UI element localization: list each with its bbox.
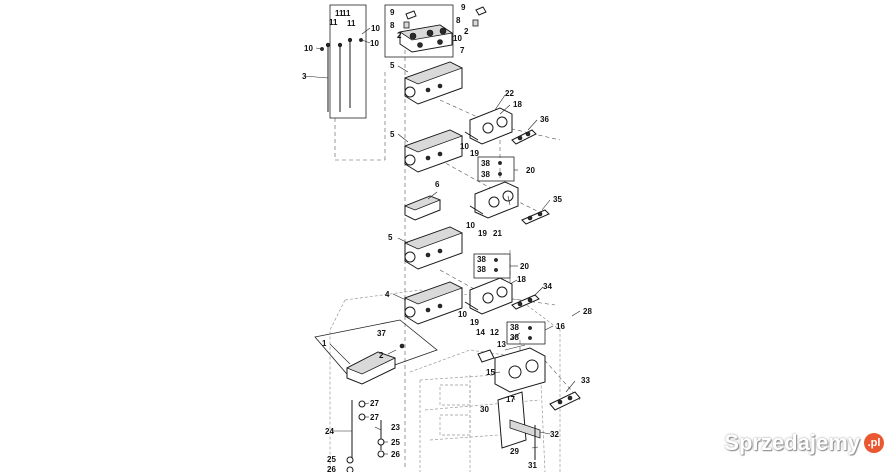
callout-10: 10 (370, 39, 379, 48)
callout-2: 2 (379, 351, 384, 360)
callout-2: 2 (397, 31, 402, 40)
callout-4: 4 (385, 290, 390, 299)
callout-15: 15 (486, 368, 495, 377)
callout-2: 2 (464, 27, 469, 36)
callout-35: 35 (553, 195, 562, 204)
callout-38: 38 (477, 265, 486, 274)
callout-7: 7 (460, 46, 465, 55)
callout-9: 9 (461, 3, 466, 12)
valve-section-2 (403, 129, 464, 173)
detent-kit-box-3 (506, 321, 546, 345)
callout-1: 1 (322, 339, 327, 348)
rod-kit-frame (320, 4, 367, 119)
dust-cap-plate-35 (521, 209, 550, 225)
callout-11: 11 (342, 9, 351, 18)
callout-19: 19 (470, 149, 479, 158)
callout-19: 19 (478, 229, 487, 238)
callout-30: 30 (480, 405, 489, 414)
callout-38: 38 (477, 255, 486, 264)
callout-31: 31 (528, 461, 537, 470)
callout-38: 38 (481, 170, 490, 179)
dust-cap-plate-34 (511, 294, 540, 310)
callout-25: 25 (391, 438, 400, 447)
callout-10: 10 (466, 221, 475, 230)
callout-27: 27 (370, 413, 379, 422)
valve-section-1 (403, 61, 464, 105)
callout-9: 9 (390, 8, 395, 17)
callout-33: 33 (581, 376, 590, 385)
callout-32: 32 (550, 430, 559, 439)
mount-kit-frame (314, 319, 438, 472)
callout-29: 29 (510, 447, 519, 456)
callout-8: 8 (456, 16, 461, 25)
valve-plate-6 (403, 195, 442, 221)
callout-27: 27 (370, 399, 379, 408)
leader-lines (303, 27, 581, 455)
callout-17: 17 (506, 395, 515, 404)
callout-13: 13 (497, 340, 506, 349)
callout-20: 20 (520, 262, 529, 271)
lower-valve-assembly (477, 347, 546, 460)
callout-24: 24 (325, 427, 334, 436)
callout-26: 26 (327, 465, 336, 472)
callout-36: 36 (540, 115, 549, 124)
callout-11: 11 (329, 18, 338, 27)
dust-cap-plate-33 (549, 391, 581, 411)
callout-11: 11 (347, 19, 356, 28)
valve-section-4 (403, 281, 464, 325)
callout-3: 3 (302, 72, 307, 81)
callout-26: 26 (391, 450, 400, 459)
watermark-badge: .pl (864, 433, 884, 453)
callout-19: 19 (470, 318, 479, 327)
callout-10: 10 (460, 142, 469, 151)
callout-labels: 11 11 11 11 10 10 10 3 9 8 2 9 8 2 10 7 … (302, 3, 592, 472)
callout-22: 22 (505, 89, 514, 98)
callout-38: 38 (481, 159, 490, 168)
callout-16: 16 (556, 322, 565, 331)
top-cover-assembly (384, 4, 487, 58)
callout-23: 23 (391, 423, 400, 432)
callout-5: 5 (388, 233, 393, 242)
callout-5: 5 (390, 130, 395, 139)
site-watermark: Sprzedajemy .pl (724, 430, 884, 456)
callout-21: 21 (493, 229, 502, 238)
callout-38: 38 (510, 323, 519, 332)
callout-11: 11 (335, 9, 344, 18)
callout-34: 34 (543, 282, 552, 291)
dust-cap-plate-36 (511, 129, 537, 145)
callout-38: 38 (510, 333, 519, 342)
coupler-block-1 (464, 107, 513, 145)
valve-section-3 (403, 226, 464, 270)
callout-28: 28 (583, 307, 592, 316)
callout-10: 10 (371, 24, 380, 33)
callout-18: 18 (517, 275, 526, 284)
watermark-text: Sprzedajemy (724, 430, 860, 455)
callout-8: 8 (390, 21, 395, 30)
callout-25: 25 (327, 455, 336, 464)
coupler-block-3 (464, 277, 513, 315)
callout-37: 37 (377, 329, 386, 338)
callout-14: 14 (476, 328, 485, 337)
coupler-block-2 (469, 181, 519, 219)
callout-18: 18 (513, 100, 522, 109)
callout-10: 10 (304, 44, 313, 53)
callout-20: 20 (526, 166, 535, 175)
callout-6: 6 (435, 180, 440, 189)
detent-kit-box-1 (477, 156, 515, 182)
callout-10: 10 (453, 34, 462, 43)
callout-12: 12 (490, 328, 499, 337)
callout-5: 5 (390, 61, 395, 70)
callout-10: 10 (458, 310, 467, 319)
